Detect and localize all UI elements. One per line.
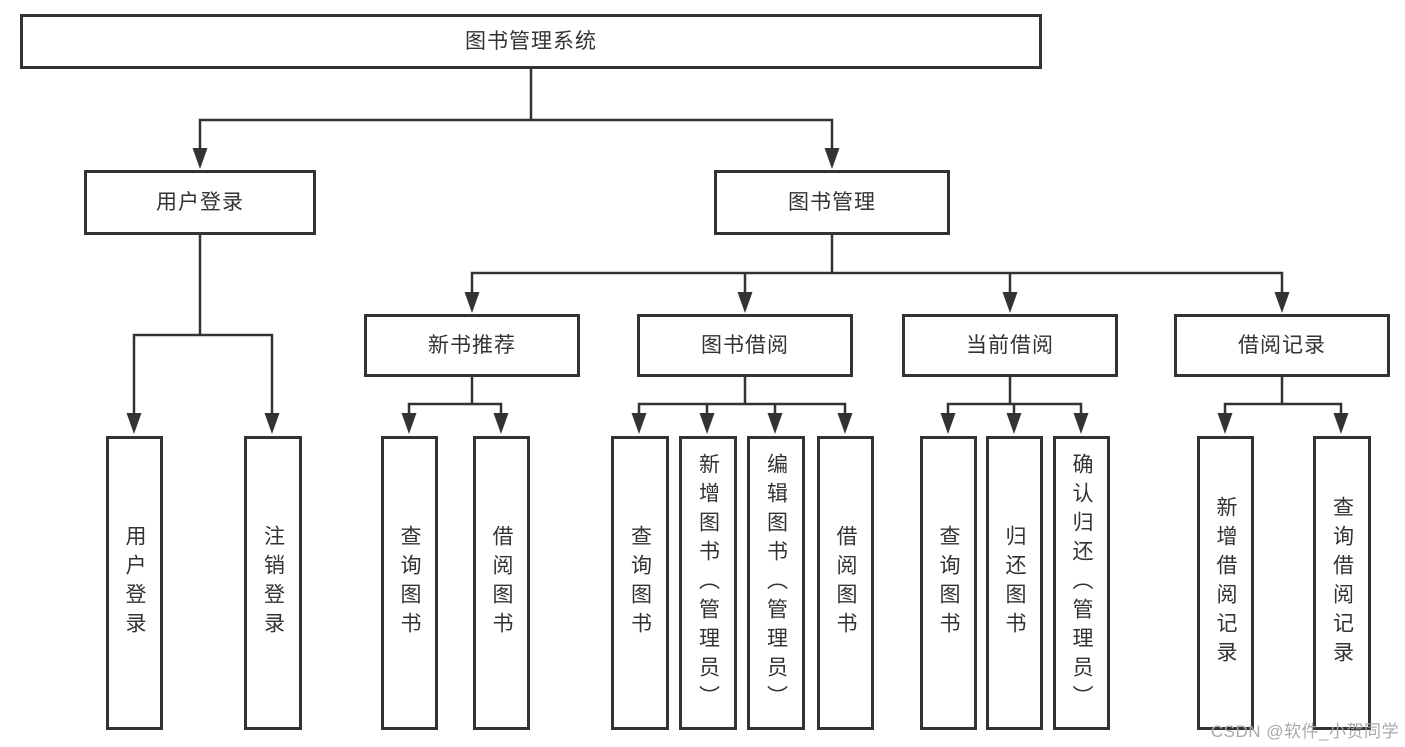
arrowhead (1002, 292, 1018, 313)
edge-book-borrow-children (637, 377, 847, 414)
edge-user-login-children (132, 235, 274, 414)
node-new-book-recommendation: 新书推荐 (364, 314, 580, 377)
arrowhead (1274, 292, 1290, 313)
leaf-add-books-admin: 新增图书（管理员） (679, 436, 737, 730)
node-borrowing-records: 借阅记录 (1174, 314, 1390, 377)
edge-current-borrow-children (946, 377, 1083, 414)
arrowhead (767, 413, 783, 434)
leaf-add-borrow-record: 新增借阅记录 (1197, 436, 1254, 730)
arrowhead (126, 413, 142, 434)
arrowhead (1006, 413, 1022, 434)
edge-book-mgmt-children (470, 235, 1284, 293)
arrowheads (126, 148, 1349, 434)
edge-root-to-level2 (198, 69, 834, 149)
arrowhead (401, 413, 417, 434)
arrowhead (1217, 413, 1233, 434)
leaf-borrow-books: 借阅图书 (817, 436, 874, 730)
node-user-login: 用户登录 (84, 170, 316, 235)
leaf-rec-borrow-books: 借阅图书 (473, 436, 530, 730)
arrowhead (1333, 413, 1349, 434)
arrowhead (631, 413, 647, 434)
arrowhead (464, 292, 480, 313)
leaf-current-query-books: 查询图书 (920, 436, 977, 730)
arrowhead (940, 413, 956, 434)
arrowhead (493, 413, 509, 434)
node-book-borrowing: 图书借阅 (637, 314, 853, 377)
arrowhead (1073, 413, 1089, 434)
arrowhead (837, 413, 853, 434)
leaf-borrow-query-books: 查询图书 (611, 436, 669, 730)
edge-borrow-records-children (1223, 377, 1343, 414)
node-book-management: 图书管理 (714, 170, 950, 235)
edge-new-book-rec-children (407, 377, 503, 414)
leaf-confirm-return-admin: 确认归还（管理员） (1053, 436, 1110, 730)
leaf-user-login: 用户登录 (106, 436, 163, 730)
arrowhead (699, 413, 715, 434)
leaf-rec-query-books: 查询图书 (381, 436, 438, 730)
node-library-management-system: 图书管理系统 (20, 14, 1042, 69)
leaf-edit-books-admin: 编辑图书（管理员） (747, 436, 805, 730)
node-current-borrowing: 当前借阅 (902, 314, 1118, 377)
leaf-query-borrow-record: 查询借阅记录 (1313, 436, 1371, 730)
leaf-logout: 注销登录 (244, 436, 302, 730)
arrowhead (737, 292, 753, 313)
arrowhead (192, 148, 208, 169)
arrowhead (264, 413, 280, 434)
leaf-return-books: 归还图书 (986, 436, 1043, 730)
tree-edges (132, 69, 1343, 414)
watermark: CSDN @软件_小贺同学 (1210, 722, 1399, 741)
arrowhead (824, 148, 840, 169)
